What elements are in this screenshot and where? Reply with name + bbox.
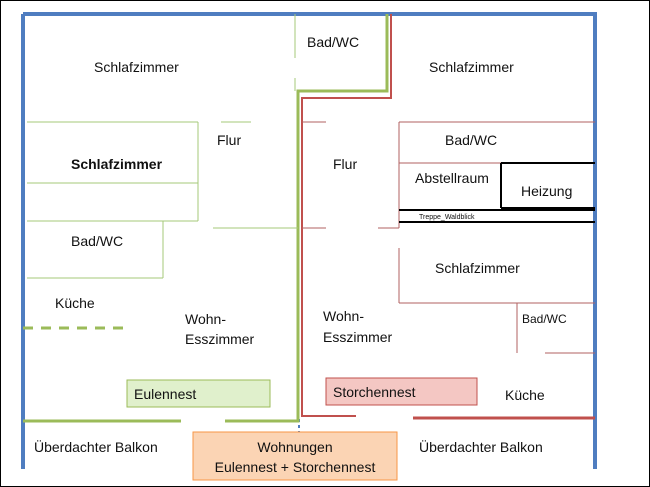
eulennest-label-box	[126, 379, 271, 408]
room-right-kueche: Küche	[505, 387, 545, 403]
room-right-wohn-line2: Esszimmer	[323, 329, 393, 345]
storchennest-boundary	[301, 14, 595, 420]
apartment-storchennest-label: Storchennest	[333, 384, 416, 400]
balcony-right-label: Überdachter Balkon	[419, 438, 543, 455]
room-right-bad-wc-small: Bad/WC	[522, 312, 567, 326]
legend-line1: Wohnungen	[257, 439, 332, 455]
balcony-left-label: Überdachter Balkon	[34, 438, 158, 455]
room-right-wohn-line1: Wohn-	[323, 308, 364, 324]
outer-walls	[21, 12, 597, 469]
room-left-kueche: Küche	[55, 295, 95, 311]
left-interior-walls	[27, 14, 298, 279]
room-left-wohn-line1: Wohn-	[185, 311, 226, 327]
room-right-schlafzimmer-mid: Schlafzimmer	[435, 260, 520, 276]
room-left-bad-wc: Bad/WC	[71, 233, 123, 249]
room-right-abstellraum: Abstellraum	[415, 170, 489, 186]
utility-walls	[399, 162, 595, 223]
eulennest-boundary	[23, 14, 389, 423]
storchennest-boundary-main	[301, 14, 392, 417]
room-left-wohn-line2: Esszimmer	[185, 331, 255, 347]
room-left-schlafzimmer-top: Schlafzimmer	[94, 59, 179, 75]
room-center-bad-wc: Bad/WC	[307, 34, 359, 50]
room-left-flur: Flur	[217, 132, 241, 148]
apartment-eulennest-label: Eulennest	[134, 386, 196, 402]
apartments-legend-box	[192, 431, 398, 481]
room-right-treppe: Treppe_Waldblick	[419, 214, 475, 221]
legend-line2: Eulennest + Storchennest	[215, 459, 376, 475]
storchennest-label-box	[325, 377, 478, 406]
room-right-bad-wc-top: Bad/WC	[445, 132, 497, 148]
room-right-schlafzimmer-top: Schlafzimmer	[429, 59, 514, 75]
eulennest-boundary-main	[225, 14, 389, 423]
room-right-heizung: Heizung	[521, 183, 572, 199]
room-left-schlafzimmer-mid: Schlafzimmer	[71, 156, 163, 172]
room-center-flur: Flur	[333, 156, 357, 172]
